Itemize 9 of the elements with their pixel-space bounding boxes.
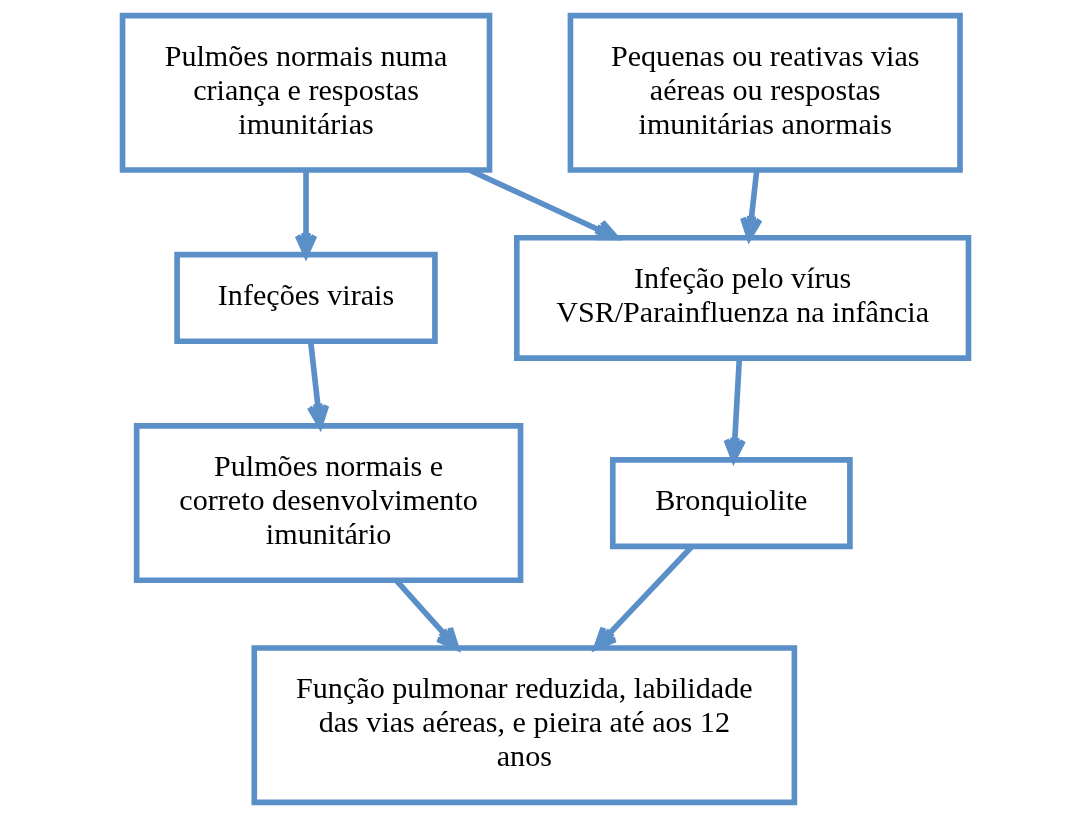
arrow bbox=[722, 358, 746, 463]
node-box: Pulmões normais numa criança e respostas imunitárias bbox=[119, 12, 492, 173]
node-box: Pequenas ou reativas vias aéreas ou respostas imunitárias anormais bbox=[567, 12, 963, 173]
node-box: Infeção pelo vírus VSR/Parainfluenza na infância bbox=[513, 234, 971, 361]
node-box: Pulmões normais e correto desenvolvimento imunitário bbox=[133, 423, 523, 584]
arrow bbox=[306, 341, 329, 429]
node-box: Bronquiolite bbox=[609, 457, 853, 550]
node-box: Infeções virais bbox=[173, 251, 438, 345]
node-box: Função pulmonar reduzida, labilidade das vias aéreas, e pieira até aos 12 anos bbox=[250, 645, 797, 806]
